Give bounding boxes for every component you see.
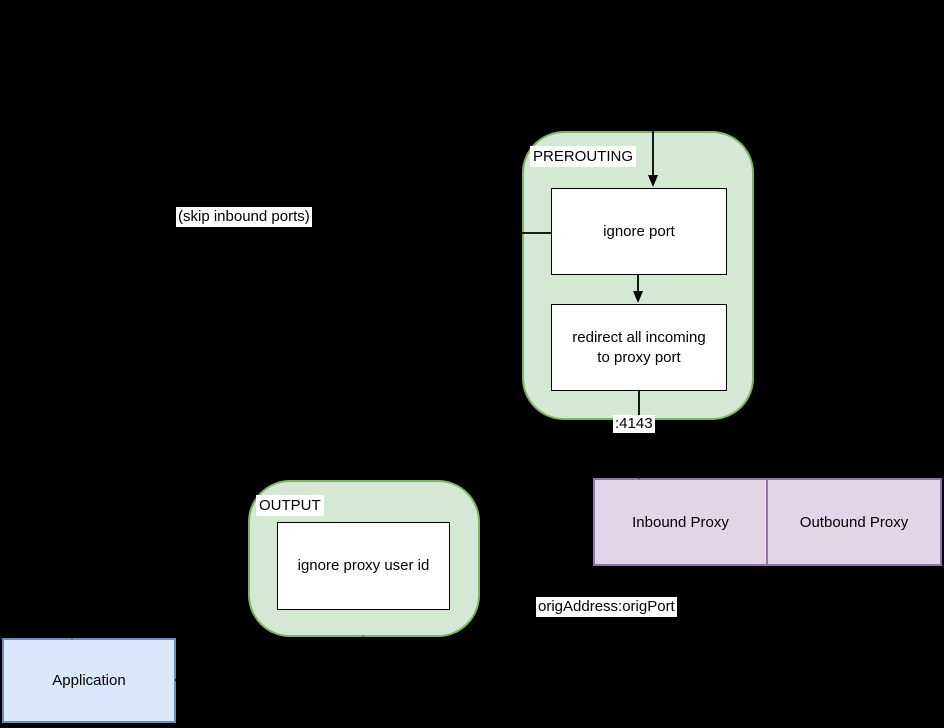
inbound-proxy-box: Inbound Proxy: [593, 478, 768, 566]
ignore-proxy-uid-node: ignore proxy user id: [277, 522, 450, 610]
outbound-proxy-box: Outbound Proxy: [766, 478, 942, 566]
orig-address-port-label: origAddress:origPort: [536, 597, 677, 617]
redirect-incoming-node: redirect all incoming to proxy port: [551, 304, 727, 391]
application-box: Application: [2, 638, 176, 723]
prerouting-title: PREROUTING: [530, 146, 637, 167]
proxy-port-label: :4143: [613, 415, 655, 433]
application-label: Application: [52, 672, 126, 689]
to-output-arrowhead: [358, 635, 368, 647]
ignore-port-label: ignore port: [603, 222, 675, 240]
inbound-proxy-label: Inbound Proxy: [632, 513, 729, 531]
ignore-proxy-uid-label: ignore proxy user id: [297, 557, 430, 574]
ignore-port-node: ignore port: [551, 188, 727, 275]
outbound-proxy-label: Outbound Proxy: [799, 513, 909, 531]
redirect-incoming-label: redirect all incoming to proxy port: [572, 328, 706, 366]
output-title: OUTPUT: [256, 495, 324, 516]
skip-inbound-ports-label: (skip inbound ports): [176, 207, 312, 227]
